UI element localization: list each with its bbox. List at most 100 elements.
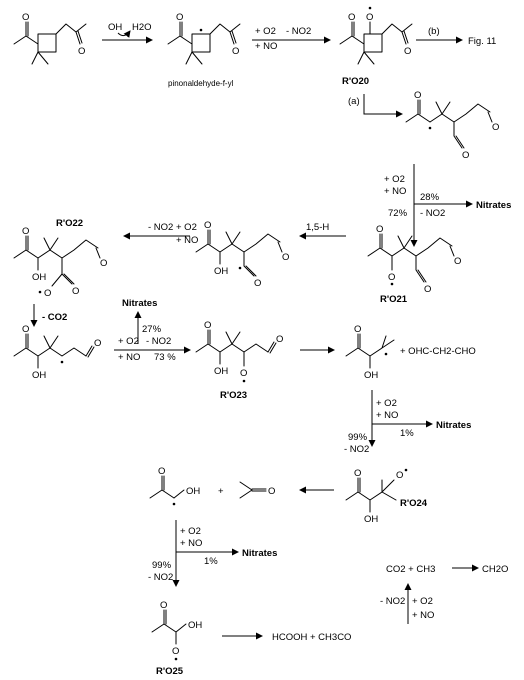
svg-text:O: O bbox=[354, 468, 361, 479]
svg-text:O: O bbox=[240, 368, 247, 379]
svg-text:O: O bbox=[366, 12, 373, 23]
o2-add-6: + O2 bbox=[180, 526, 201, 537]
svg-text:O: O bbox=[72, 286, 79, 297]
formaldehyde-product: CH2O bbox=[482, 564, 508, 575]
nitrates-2: Nitrates bbox=[122, 298, 157, 309]
ro25-label: R'O25 bbox=[156, 666, 184, 677]
ro21-label: R'O21 bbox=[380, 294, 408, 305]
o2-add-7: + O2 bbox=[412, 596, 433, 607]
ro20-structure: O O O bbox=[339, 6, 413, 65]
svg-text:O: O bbox=[160, 600, 167, 611]
ro21-structure: O O O O bbox=[367, 224, 461, 295]
oh-reagent: OH bbox=[108, 22, 122, 33]
h2o-product: H2O bbox=[132, 22, 152, 33]
pinonaldehyde-structure: O O bbox=[13, 12, 87, 65]
svg-text:O: O bbox=[158, 466, 165, 477]
svg-text:O: O bbox=[348, 12, 355, 23]
svg-text:O: O bbox=[44, 288, 51, 299]
radical-dot bbox=[199, 28, 203, 32]
co2-loss: - CO2 bbox=[42, 312, 67, 323]
svg-text:O: O bbox=[404, 46, 411, 57]
ro20-label: R'O20 bbox=[342, 76, 369, 87]
no2-loss-1: - NO2 bbox=[286, 26, 311, 37]
svg-text:OH: OH bbox=[364, 370, 378, 381]
path-b-label: (b) bbox=[428, 26, 440, 37]
pct-27: 27% bbox=[142, 324, 162, 335]
fig11-ref: Fig. 11 bbox=[468, 36, 496, 47]
svg-text:O: O bbox=[276, 334, 283, 345]
o2-add-5: + O2 bbox=[376, 398, 397, 409]
hydroxy-radical-structure: O OH O O bbox=[195, 220, 289, 289]
svg-text:OH: OH bbox=[32, 370, 46, 381]
hydroxyalkyl-radical-structure: O OH bbox=[345, 324, 395, 381]
ro24-label: R'O24 bbox=[400, 498, 428, 509]
svg-text:O: O bbox=[172, 646, 179, 657]
no2-loss-3: - NO2 bbox=[148, 222, 173, 233]
no-add-2: + NO bbox=[384, 186, 406, 197]
svg-text:O: O bbox=[204, 220, 211, 231]
pct-72: 72% bbox=[388, 208, 408, 219]
ro23-structure: O OH O O bbox=[195, 320, 283, 383]
hydroxyacetyl-radical-structure: O OH bbox=[149, 466, 200, 506]
no2-loss-4: - NO2 bbox=[146, 336, 171, 347]
o2-add-1: + O2 bbox=[255, 26, 276, 37]
pct-1-a: 1% bbox=[400, 428, 414, 439]
ro24-structure: O OH O bbox=[345, 468, 408, 525]
o2-add-3: + O2 bbox=[176, 222, 197, 233]
svg-text:O: O bbox=[176, 12, 183, 23]
svg-text:O: O bbox=[454, 256, 461, 267]
svg-text:O: O bbox=[232, 46, 239, 57]
svg-text:O: O bbox=[376, 224, 383, 235]
aldehyde-o: O bbox=[78, 46, 85, 57]
svg-text:O: O bbox=[492, 122, 499, 133]
no-add-6: + NO bbox=[180, 538, 202, 549]
no2-loss-2: - NO2 bbox=[420, 208, 445, 219]
svg-text:O: O bbox=[22, 324, 29, 335]
decarboxylated-radical-structure: O OH O bbox=[13, 324, 101, 381]
pct-99-b: 99% bbox=[152, 560, 172, 571]
svg-text:O: O bbox=[22, 226, 29, 237]
no-add-3: + NO bbox=[176, 235, 198, 246]
svg-text:O: O bbox=[396, 470, 403, 481]
svg-text:O: O bbox=[354, 324, 361, 335]
svg-text:OH: OH bbox=[186, 486, 200, 497]
o2-add-2: + O2 bbox=[384, 174, 405, 185]
ro22-label: R'O22 bbox=[56, 218, 83, 229]
pct-28: 28% bbox=[420, 192, 440, 203]
no2-loss-7: - NO2 bbox=[380, 596, 405, 607]
svg-text:O: O bbox=[204, 320, 211, 331]
path-a-label: (a) bbox=[348, 96, 360, 107]
svg-text:O: O bbox=[268, 486, 275, 497]
carbonyl-o: O bbox=[22, 12, 29, 23]
svg-text:O: O bbox=[424, 284, 431, 295]
ring-opened-radical-structure: O O O bbox=[405, 90, 499, 161]
no-add-4: + NO bbox=[118, 352, 140, 363]
no-add-5: + NO bbox=[376, 410, 398, 421]
o2-add-4: + O2 bbox=[118, 336, 139, 347]
co2-ch3-products: CO2 + CH3 bbox=[386, 564, 435, 575]
ro23-label: R'O23 bbox=[220, 390, 247, 401]
svg-text:OH: OH bbox=[364, 514, 378, 525]
nitrates-1: Nitrates bbox=[476, 200, 511, 211]
no2-loss-5: - NO2 bbox=[344, 444, 369, 455]
pinonaldehyde-radical-structure: O O bbox=[167, 12, 241, 65]
pct-73: 73 % bbox=[154, 352, 176, 363]
no-add-1: + NO bbox=[255, 41, 277, 52]
pct-99-a: 99% bbox=[348, 432, 368, 443]
svg-text:O: O bbox=[462, 150, 469, 161]
no-add-7: + NO bbox=[412, 610, 434, 621]
nitrates-3: Nitrates bbox=[436, 420, 471, 431]
no2-loss-6: - NO2 bbox=[148, 572, 173, 583]
pinonaldehyde-radical-label: pinonaldehyde-f-yl bbox=[168, 79, 234, 88]
svg-text:OH: OH bbox=[188, 620, 202, 631]
svg-text:O: O bbox=[94, 338, 101, 349]
nitrates-4: Nitrates bbox=[242, 548, 277, 559]
pct-1-b: 1% bbox=[204, 556, 218, 567]
svg-text:O: O bbox=[282, 252, 289, 263]
plus-sign: + bbox=[218, 486, 224, 497]
svg-text:OH: OH bbox=[214, 366, 228, 377]
arrow-path-a bbox=[363, 94, 403, 118]
svg-text:OH: OH bbox=[214, 266, 228, 277]
svg-text:O: O bbox=[414, 90, 421, 101]
